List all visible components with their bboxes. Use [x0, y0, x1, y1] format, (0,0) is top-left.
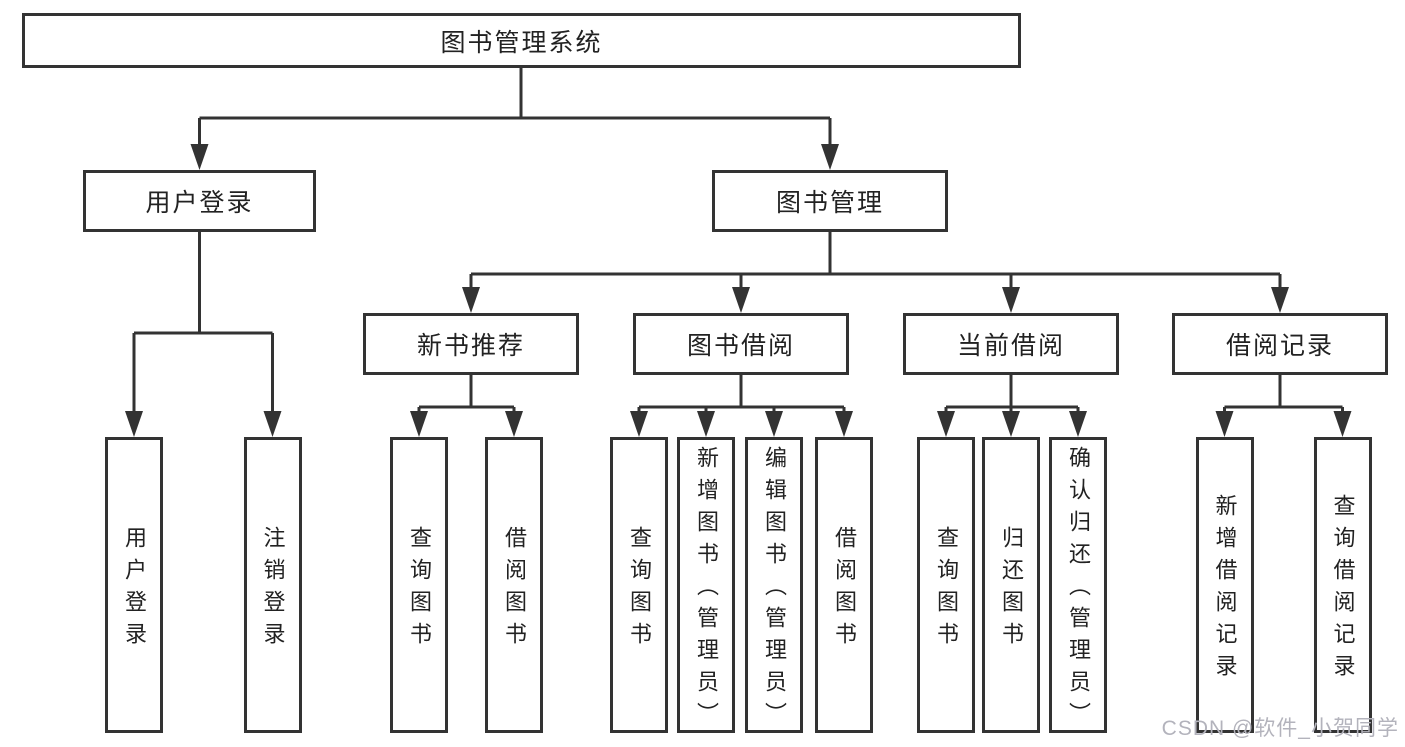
leaf-current-confirm-label: 确认归还（管理员）	[1066, 446, 1091, 734]
leaf-borrowing-query: 查询图书	[610, 437, 668, 733]
node-borrowing: 图书借阅	[633, 313, 849, 375]
node-current-borrow-label: 当前借阅	[956, 332, 1065, 360]
arrowhead	[765, 411, 783, 437]
leaf-current-return-label: 归还图书	[999, 526, 1024, 654]
connector-book-mgmt-branch	[469, 232, 1282, 290]
node-borrow-records: 借阅记录	[1172, 313, 1388, 375]
leaf-newbooks-borrow-label: 借阅图书	[502, 526, 527, 654]
node-root: 图书管理系统	[22, 13, 1021, 68]
leaf-logout: 注销登录	[243, 437, 302, 733]
leaf-borrowing-edit: 编辑图书（管理员）	[745, 437, 803, 734]
leaf-borrowing-borrow-label: 借阅图书	[832, 526, 857, 654]
connector-current-branch	[944, 375, 1080, 414]
arrowhead	[1002, 287, 1020, 313]
leaf-current-confirm: 确认归还（管理员）	[1049, 437, 1107, 734]
connector-records-branch	[1223, 375, 1344, 414]
leaf-records-add: 新增借阅记录	[1195, 437, 1254, 733]
node-book-mgmt-label: 图书管理	[775, 189, 884, 217]
arrowhead	[1215, 411, 1234, 437]
connector-root-branch	[198, 68, 832, 146]
arrowhead	[410, 411, 428, 437]
arrowheads	[125, 144, 1352, 437]
node-user-login: 用户登录	[83, 170, 316, 232]
leaf-records-query: 查询借阅记录	[1313, 437, 1372, 733]
leaf-current-return: 归还图书	[982, 437, 1040, 733]
leaf-borrowing-edit-label: 编辑图书（管理员）	[762, 446, 787, 734]
leaf-logout-label: 注销登录	[260, 526, 286, 654]
leaf-newbooks-query: 查询图书	[390, 437, 448, 733]
csdn-watermark: CSDN @软件_小贺同学	[1161, 717, 1399, 740]
arrowhead	[732, 287, 750, 313]
connector-new-books-branch	[417, 375, 516, 414]
leaf-records-add-label: 新增借阅记录	[1212, 494, 1238, 686]
arrowhead	[835, 411, 853, 437]
arrowhead	[1271, 287, 1289, 313]
leaf-newbooks-query-label: 查询图书	[407, 526, 432, 654]
arrowhead	[630, 411, 648, 437]
leaf-current-query-label: 查询图书	[934, 526, 959, 654]
node-root-label: 图书管理系统	[440, 28, 603, 57]
node-book-mgmt: 图书管理	[712, 170, 948, 232]
leaf-borrowing-add: 新增图书（管理员）	[677, 437, 735, 734]
arrowhead	[821, 144, 839, 170]
arrowhead	[125, 411, 143, 437]
node-current-borrow: 当前借阅	[903, 313, 1119, 375]
leaf-current-query: 查询图书	[917, 437, 975, 733]
leaf-newbooks-borrow: 借阅图书	[485, 437, 543, 733]
leaf-borrowing-add-label: 新增图书（管理员）	[694, 446, 719, 734]
node-user-login-label: 用户登录	[145, 189, 254, 217]
node-new-books: 新书推荐	[363, 313, 579, 375]
arrowhead	[1069, 411, 1087, 437]
arrowhead	[190, 144, 209, 170]
leaf-records-query-label: 查询借阅记录	[1330, 494, 1356, 686]
leaf-borrowing-query-label: 查询图书	[627, 526, 652, 654]
arrowhead	[462, 287, 480, 313]
node-borrow-records-label: 借阅记录	[1225, 332, 1334, 360]
arrowhead	[263, 411, 282, 437]
arrowhead	[1002, 411, 1020, 437]
arrowhead	[1333, 411, 1352, 437]
node-borrowing-label: 图书借阅	[686, 332, 795, 360]
connector-user-login-branch	[132, 232, 274, 414]
leaf-user-login: 用户登录	[105, 437, 163, 733]
connector-borrowing-branch	[637, 375, 846, 414]
node-new-books-label: 新书推荐	[416, 332, 525, 360]
arrowhead	[697, 411, 715, 437]
arrowhead	[937, 411, 955, 437]
leaf-user-login-label: 用户登录	[122, 526, 147, 654]
leaf-borrowing-borrow: 借阅图书	[815, 437, 873, 733]
arrowhead	[505, 411, 523, 437]
